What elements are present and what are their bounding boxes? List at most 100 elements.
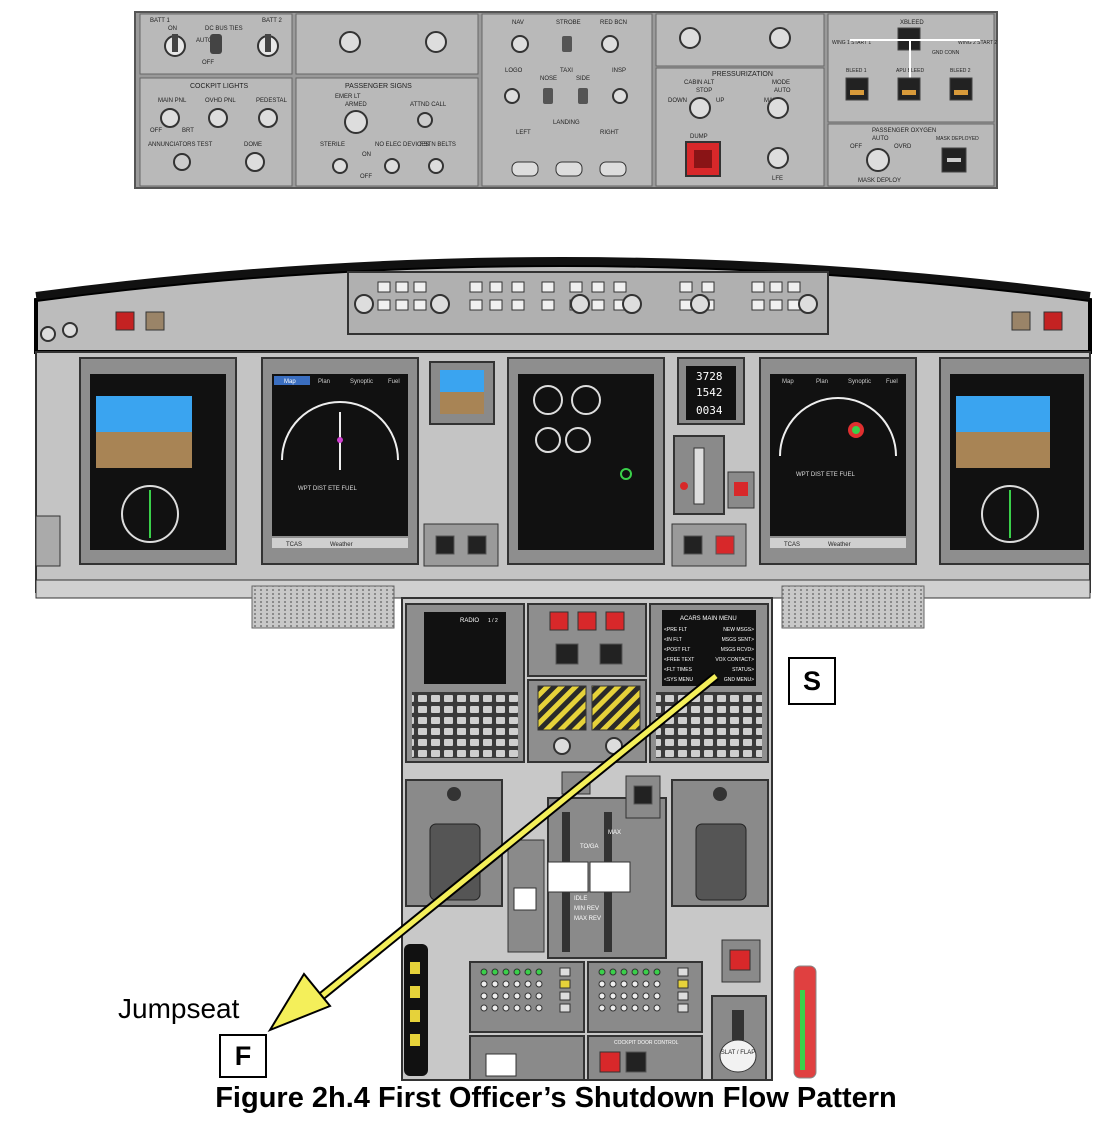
- center-right-button-2[interactable]: [715, 535, 735, 555]
- guidance-panel-button-4[interactable]: [469, 281, 483, 293]
- audio-button-3[interactable]: [605, 611, 625, 631]
- guidance-panel-knob-2[interactable]: [430, 294, 450, 314]
- guidance-panel-button-lower-7[interactable]: [541, 299, 555, 311]
- apu-bleed-button[interactable]: [897, 77, 921, 101]
- slat-flap-lever[interactable]: [719, 1039, 757, 1073]
- door-button-2[interactable]: [625, 1051, 647, 1073]
- radio-led-1-3-0[interactable]: [598, 1004, 606, 1012]
- radio-led-1-1-1[interactable]: [609, 980, 617, 988]
- right-master-warning[interactable]: [1043, 311, 1063, 331]
- radio-led-1-1-0[interactable]: [598, 980, 606, 988]
- mcdu-line-sys-menu[interactable]: <SYS MENU: [664, 677, 693, 683]
- radio-led-0-3-3[interactable]: [513, 1004, 521, 1012]
- radio-led-1-2-5[interactable]: [653, 992, 661, 1000]
- engine-fire-handle-right[interactable]: [591, 685, 641, 731]
- gear-override-button[interactable]: [729, 949, 751, 971]
- left-dim-knob-2[interactable]: [62, 322, 78, 338]
- left-mfd-weather[interactable]: Weather: [330, 542, 353, 548]
- left-dim-knob-1[interactable]: [40, 326, 56, 342]
- mcdu-line-msgs-sent[interactable]: MSGS SENT>: [722, 637, 754, 643]
- radio-led-0-2-2[interactable]: [502, 992, 510, 1000]
- guidance-panel-button-lower-1[interactable]: [377, 299, 391, 311]
- engine-fire-handle-left[interactable]: [537, 685, 587, 731]
- strobe-switch[interactable]: [562, 36, 572, 52]
- audio-button-2[interactable]: [577, 611, 597, 631]
- speedbrake-lever[interactable]: [513, 887, 537, 911]
- mcdu-line-new-msgs[interactable]: NEW MSGS>: [723, 627, 754, 633]
- right-mfd-tab-map-label[interactable]: Map: [782, 379, 794, 385]
- radio-led-0-1-3[interactable]: [513, 980, 521, 988]
- guidance-panel-button-10[interactable]: [613, 281, 627, 293]
- landing-nose-switch[interactable]: [555, 161, 583, 177]
- gear-warning-button[interactable]: [734, 482, 748, 496]
- left-mcdu-keypad[interactable]: [412, 692, 518, 758]
- right-mcdu-keypad[interactable]: [656, 692, 762, 758]
- thrust-lever-left[interactable]: [547, 861, 589, 893]
- radio-led-1-0-1[interactable]: [609, 968, 617, 976]
- left-master-caution[interactable]: [145, 311, 165, 331]
- radio-led-0-0-3[interactable]: [513, 968, 521, 976]
- radio-led-0-0-4[interactable]: [524, 968, 532, 976]
- radio-led-1-2-4[interactable]: [642, 992, 650, 1000]
- transponder-keys[interactable]: [485, 1053, 517, 1077]
- dome-knob[interactable]: [245, 152, 265, 172]
- mcdu-line-msgs-rcvd[interactable]: MSGS RCVD>: [721, 647, 754, 653]
- bleed1-button[interactable]: [845, 77, 869, 101]
- guidance-panel-button-5[interactable]: [489, 281, 503, 293]
- right-ccd-knob[interactable]: [713, 787, 727, 801]
- radio-led-0-1-5[interactable]: [535, 980, 543, 988]
- landing-left-switch[interactable]: [511, 161, 539, 177]
- guidance-panel-knob-5[interactable]: [690, 294, 710, 314]
- radio-led-0-3-4[interactable]: [524, 1004, 532, 1012]
- radio-led-0-0-0[interactable]: [480, 968, 488, 976]
- no-elec-knob[interactable]: [384, 158, 400, 174]
- audio-button-1[interactable]: [549, 611, 569, 631]
- right-master-caution[interactable]: [1011, 311, 1031, 331]
- emer-lt-knob[interactable]: [344, 110, 368, 134]
- mcdu-line-flt-times[interactable]: <FLT TIMES: [664, 667, 693, 673]
- radio-select-1-1[interactable]: [677, 979, 689, 989]
- guidance-panel-button-lower-3[interactable]: [413, 299, 427, 311]
- radio-led-0-1-2[interactable]: [502, 980, 510, 988]
- taxi-side-switch[interactable]: [578, 88, 588, 104]
- radio-led-1-3-5[interactable]: [653, 1004, 661, 1012]
- pedestal-knob[interactable]: [258, 108, 278, 128]
- radio-select-0-0[interactable]: [559, 967, 571, 977]
- logo-light-knob[interactable]: [504, 88, 520, 104]
- guidance-panel-button-6[interactable]: [511, 281, 525, 293]
- left-mfd-tab-map[interactable]: [274, 376, 310, 385]
- radio-led-1-2-3[interactable]: [631, 992, 639, 1000]
- radio-led-1-3-4[interactable]: [642, 1004, 650, 1012]
- guidance-panel-button-lower-9[interactable]: [591, 299, 605, 311]
- radio-led-0-2-3[interactable]: [513, 992, 521, 1000]
- audio-button-4[interactable]: [555, 643, 579, 665]
- radio-led-1-2-2[interactable]: [620, 992, 628, 1000]
- radio-led-1-1-4[interactable]: [642, 980, 650, 988]
- radio-led-1-2-1[interactable]: [609, 992, 617, 1000]
- radio-led-1-0-3[interactable]: [631, 968, 639, 976]
- left-mfd-tab-plan-label[interactable]: Plan: [318, 379, 330, 385]
- annunciators-test-button[interactable]: [173, 153, 191, 171]
- radio-led-0-2-0[interactable]: [480, 992, 488, 1000]
- radio-led-1-0-4[interactable]: [642, 968, 650, 976]
- landing-right-switch[interactable]: [599, 161, 627, 177]
- radio-led-1-1-3[interactable]: [631, 980, 639, 988]
- radio-led-0-2-1[interactable]: [491, 992, 499, 1000]
- radio-led-1-1-5[interactable]: [653, 980, 661, 988]
- left-master-warning[interactable]: [115, 311, 135, 331]
- radio-led-0-0-5[interactable]: [535, 968, 543, 976]
- guidance-panel-knob-3[interactable]: [570, 294, 590, 314]
- radio-select-0-3[interactable]: [559, 1003, 571, 1013]
- overhead-knob-d[interactable]: [769, 27, 791, 49]
- right-ccd-trackpad[interactable]: [695, 823, 747, 901]
- oxygen-knob[interactable]: [866, 148, 890, 172]
- attnd-call-button[interactable]: [417, 112, 433, 128]
- radio-led-0-3-1[interactable]: [491, 1004, 499, 1012]
- radio-led-1-0-2[interactable]: [620, 968, 628, 976]
- radio-select-1-2[interactable]: [677, 991, 689, 1001]
- guidance-panel-button-3[interactable]: [413, 281, 427, 293]
- guidance-panel-button-12[interactable]: [701, 281, 715, 293]
- guidance-panel-button-1[interactable]: [377, 281, 391, 293]
- left-ccd-knob[interactable]: [447, 787, 461, 801]
- radio-led-0-0-2[interactable]: [502, 968, 510, 976]
